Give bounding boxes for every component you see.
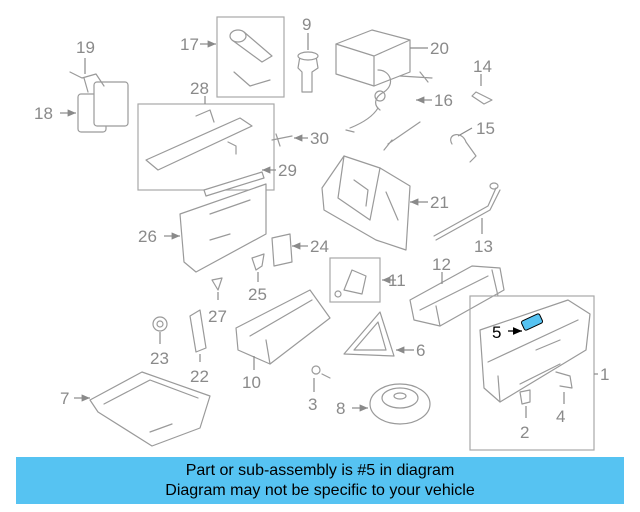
part-28-panel xyxy=(145,109,253,171)
part-18-19-bag xyxy=(60,58,129,133)
part-30-clip xyxy=(271,133,308,147)
part-11-bracket xyxy=(334,269,367,298)
part-15-eye xyxy=(450,127,477,163)
part-23-grommet xyxy=(152,316,168,344)
banner-line-1: Part or sub-assembly is #5 in diagram xyxy=(185,462,455,479)
part-17-box xyxy=(216,16,285,98)
callout-27: 27 xyxy=(208,307,227,326)
callout-24: 24 xyxy=(310,237,329,256)
part-12-jack xyxy=(409,265,505,327)
part-1-trim xyxy=(479,299,591,403)
part-tool-screwdriver xyxy=(383,121,421,151)
part-6-triangle xyxy=(343,311,395,357)
callout-21: 21 xyxy=(430,193,449,212)
callout-3: 3 xyxy=(308,395,317,414)
part-5-highlighted xyxy=(508,313,544,335)
part-9-valve xyxy=(297,33,319,93)
part-26-panel xyxy=(179,183,267,273)
callout-30: 30 xyxy=(310,129,329,148)
part-29-strip xyxy=(203,166,276,197)
part-3-bolt xyxy=(311,365,331,392)
part-2-clip xyxy=(519,389,531,418)
callout-4: 4 xyxy=(556,407,565,426)
callout-23: 23 xyxy=(150,349,169,368)
part-27-clip xyxy=(211,277,223,300)
callout-7: 7 xyxy=(60,389,69,408)
part-1-box xyxy=(469,295,595,451)
part-20-compressor xyxy=(335,29,433,111)
callout-5: 5 xyxy=(492,323,501,342)
callout-6: 6 xyxy=(416,341,425,360)
callout-15: 15 xyxy=(476,119,495,138)
part-4-clip xyxy=(555,371,573,404)
part-16-cable xyxy=(345,96,432,133)
callout-16: 16 xyxy=(434,91,453,110)
callout-12: 12 xyxy=(432,255,451,274)
banner-line-2: Diagram may not be specific to your vehi… xyxy=(165,482,475,499)
callout-13: 13 xyxy=(474,237,493,256)
part-13-wrench xyxy=(433,182,501,241)
callout-25: 25 xyxy=(248,285,267,304)
part-11-box xyxy=(329,257,381,303)
part-7-mat xyxy=(89,371,211,447)
callout-19: 19 xyxy=(76,38,95,57)
part-14-hook xyxy=(471,74,493,105)
part-8-wheel-holder xyxy=(369,383,431,425)
callout-28: 28 xyxy=(190,79,209,98)
callout-10: 10 xyxy=(242,373,261,392)
callout-18: 18 xyxy=(34,104,53,123)
part-17-filter xyxy=(229,29,273,87)
callout-20: 20 xyxy=(430,39,449,58)
part-22-bracket xyxy=(189,309,207,362)
callout-26: 26 xyxy=(138,227,157,246)
callout-8: 8 xyxy=(336,399,345,418)
callout-14: 14 xyxy=(473,57,492,76)
part-21-tray xyxy=(321,155,411,251)
part-25-clip xyxy=(251,253,265,282)
callout-22: 22 xyxy=(190,367,209,386)
part-10-cover xyxy=(235,289,331,370)
callout-2: 2 xyxy=(520,423,529,442)
callout-1: 1 xyxy=(600,365,609,384)
part-24-bracket xyxy=(271,233,308,267)
info-banner: Part or sub-assembly is #5 in diagram Di… xyxy=(16,457,624,504)
callout-17: 17 xyxy=(180,35,199,54)
callout-9: 9 xyxy=(302,15,311,34)
callout-11: 11 xyxy=(388,271,406,290)
callout-29: 29 xyxy=(278,161,297,180)
